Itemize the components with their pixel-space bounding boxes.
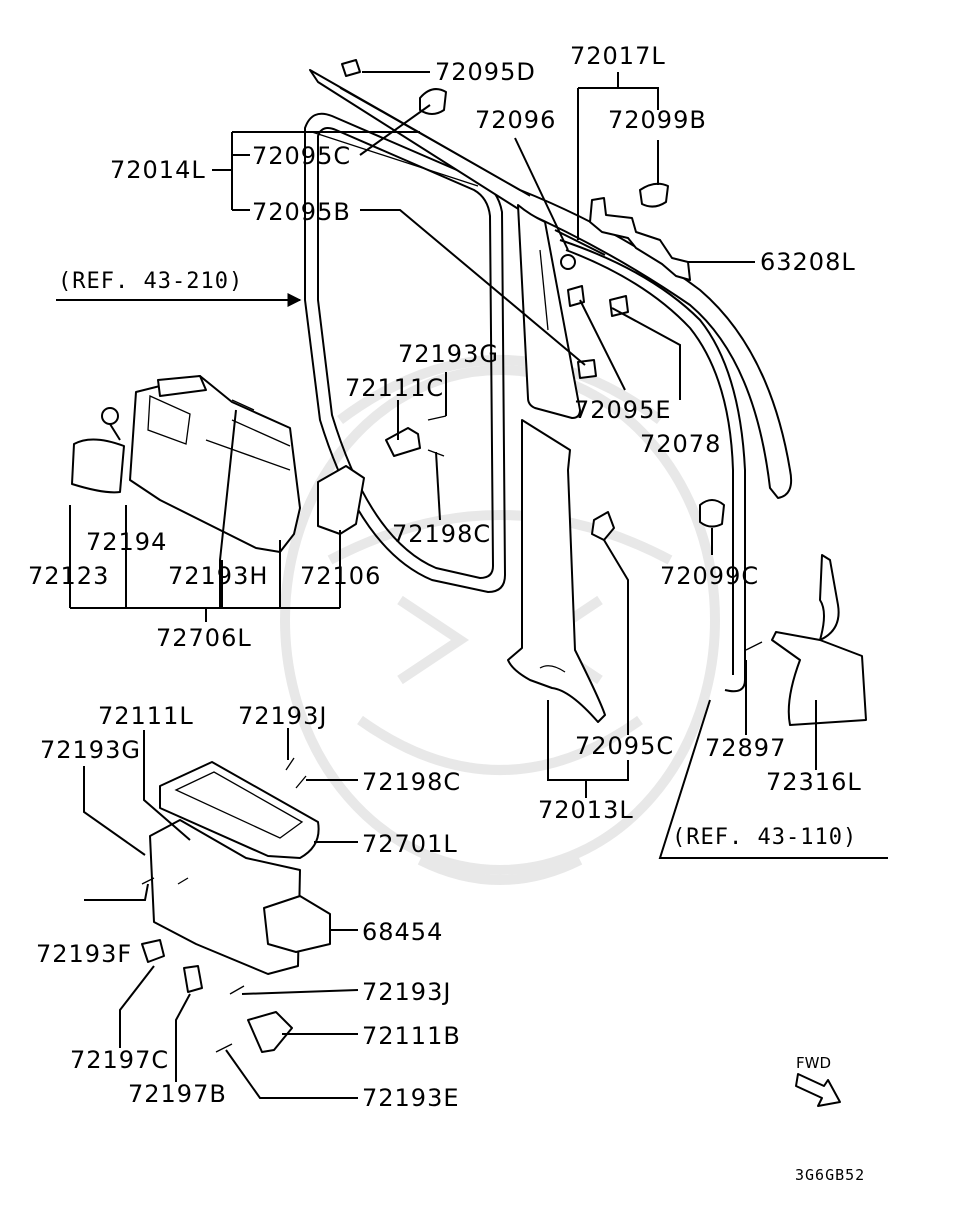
label-72316L: 72316L <box>766 768 862 796</box>
label-72701L: 72701L <box>362 830 458 858</box>
screw-72193G-icon <box>427 415 447 421</box>
label-72897: 72897 <box>705 734 786 762</box>
label-63208L: 63208L <box>760 248 856 276</box>
label-72095C-bot: 72095C <box>575 732 674 760</box>
clip-72096-icon <box>560 254 576 270</box>
screw-72897-icon <box>745 641 763 651</box>
label-72099B: 72099B <box>608 106 707 134</box>
label-72111B: 72111B <box>362 1022 461 1050</box>
weatherstrip-72078 <box>559 239 746 693</box>
label-72014L: 72014L <box>110 156 206 184</box>
label-72706L: 72706L <box>156 624 252 652</box>
label-72194: 72194 <box>86 528 167 556</box>
fwd-arrow-icon <box>795 1073 841 1107</box>
label-72017L: 72017L <box>570 42 666 70</box>
label-72198C-top: 72198C <box>392 520 491 548</box>
clip-72095E-b-icon <box>609 295 629 317</box>
label-72193G-top: 72193G <box>398 340 499 368</box>
duct-72106 <box>317 465 365 535</box>
screw-72193E-icon <box>215 1043 233 1053</box>
bracket-72111C-icon <box>385 427 421 457</box>
clip-72095D-icon <box>341 59 361 77</box>
cap-72194-icon <box>101 407 119 425</box>
pillar-lower-trim-72013L <box>507 419 606 723</box>
screw-72198C-bot-icon <box>295 775 307 789</box>
bracket-68454 <box>149 819 331 975</box>
label-72095B: 72095B <box>252 198 351 226</box>
label-72095C-top: 72095C <box>252 142 351 170</box>
label-72197C: 72197C <box>70 1046 169 1074</box>
weatherstrip-72078-inner <box>565 249 734 675</box>
ref-upper: (REF. 43-210) <box>58 269 243 294</box>
part-labels: 72095D 72017L 72096 72099B 72014L 72095C… <box>28 42 865 1184</box>
step-trim-72701L <box>159 761 320 859</box>
label-72099C: 72099C <box>660 562 759 590</box>
label-72193E: 72193E <box>362 1084 460 1112</box>
quarter-trim-72706L <box>129 375 301 553</box>
label-72193F: 72193F <box>36 940 132 968</box>
label-72197B: 72197B <box>128 1080 227 1108</box>
clip-72099B-icon <box>639 182 669 208</box>
screw-72193H-icon <box>231 399 255 411</box>
label-72111C: 72111C <box>345 374 444 402</box>
clip-72095C-lower-icon <box>591 511 615 541</box>
label-72106: 72106 <box>300 562 381 590</box>
pillar-upper-trim-72096 <box>517 204 581 419</box>
cover-72316L <box>771 554 867 726</box>
label-72123: 72123 <box>28 562 109 590</box>
label-72193H: 72193H <box>168 562 268 590</box>
panel-72123 <box>71 438 125 494</box>
screw-72193F-icon <box>141 877 189 885</box>
label-72095E: 72095E <box>574 396 672 424</box>
screw-72193J-bot-icon <box>229 985 245 995</box>
label-72198C-bot: 72198C <box>362 768 461 796</box>
clip-72197C-icon <box>141 939 165 963</box>
label-68454: 68454 <box>362 918 443 946</box>
screw-72193J-top-icon <box>285 757 295 771</box>
clip-72095B-icon <box>577 359 597 379</box>
label-72193G-bot: 72193G <box>40 736 141 764</box>
label-72078: 72078 <box>640 430 721 458</box>
diagram-code: 3G6GB52 <box>795 1166 865 1184</box>
pillar-upper-slot <box>539 249 549 331</box>
label-72096: 72096 <box>475 106 556 134</box>
bracket-72111B-icon <box>247 1011 293 1053</box>
label-72013L: 72013L <box>538 796 634 824</box>
weatherstrip-72078-end <box>554 229 606 256</box>
bracket-63208L <box>589 197 691 281</box>
ref-lower: (REF. 43-110) <box>672 825 857 850</box>
clip-72197B-icon <box>183 965 203 993</box>
clip-72099C-icon <box>699 499 725 528</box>
fwd-label: FWD <box>796 1054 831 1072</box>
leader-lines <box>56 71 888 1099</box>
label-72095D: 72095D <box>435 58 536 86</box>
label-72193J-top: 72193J <box>238 702 327 730</box>
label-72111L: 72111L <box>98 702 194 730</box>
label-72193J-bot: 72193J <box>362 978 451 1006</box>
